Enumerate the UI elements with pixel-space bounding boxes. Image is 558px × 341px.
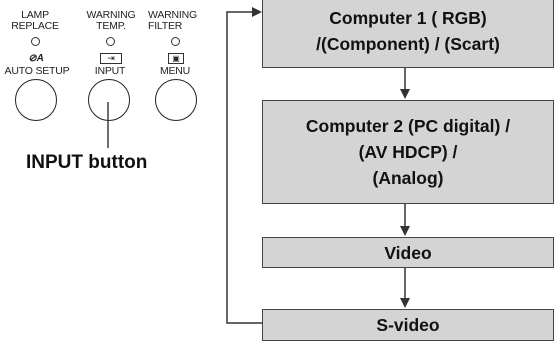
input-label: INPUT: [94, 65, 126, 77]
menu-button[interactable]: [155, 79, 197, 121]
warning-filter-led-icon: [171, 37, 180, 46]
indicator-label-lamp-replace: LAMP REPLACE: [11, 9, 59, 32]
auto-setup-label: AUTO SETUP: [4, 65, 70, 77]
source-box-s-video: S-video: [262, 309, 554, 341]
indicator-label-warning-filter: WARNING FILTER: [148, 10, 197, 32]
auto-setup-icon: ⊘A: [28, 53, 44, 64]
input-icon: ⇥: [100, 53, 122, 64]
warning-temp-led-icon: [106, 37, 115, 46]
source-box-video: Video: [262, 237, 554, 268]
source-box-computer-2: Computer 2 (PC digital) / (AV HDCP) / (A…: [262, 100, 554, 204]
source-box-computer-1: Computer 1 ( RGB) /(Component) / (Scart): [262, 0, 554, 68]
input-button-callout: INPUT button: [26, 152, 148, 173]
menu-icon: ▣: [168, 53, 184, 64]
loop-back-line: [226, 7, 262, 324]
auto-setup-button[interactable]: [15, 79, 57, 121]
input-button[interactable]: [88, 79, 130, 121]
lamp-replace-led-icon: [31, 37, 40, 46]
menu-label: MENU: [159, 65, 191, 77]
indicator-label-warning-temp: WARNING TEMP.: [86, 9, 136, 32]
